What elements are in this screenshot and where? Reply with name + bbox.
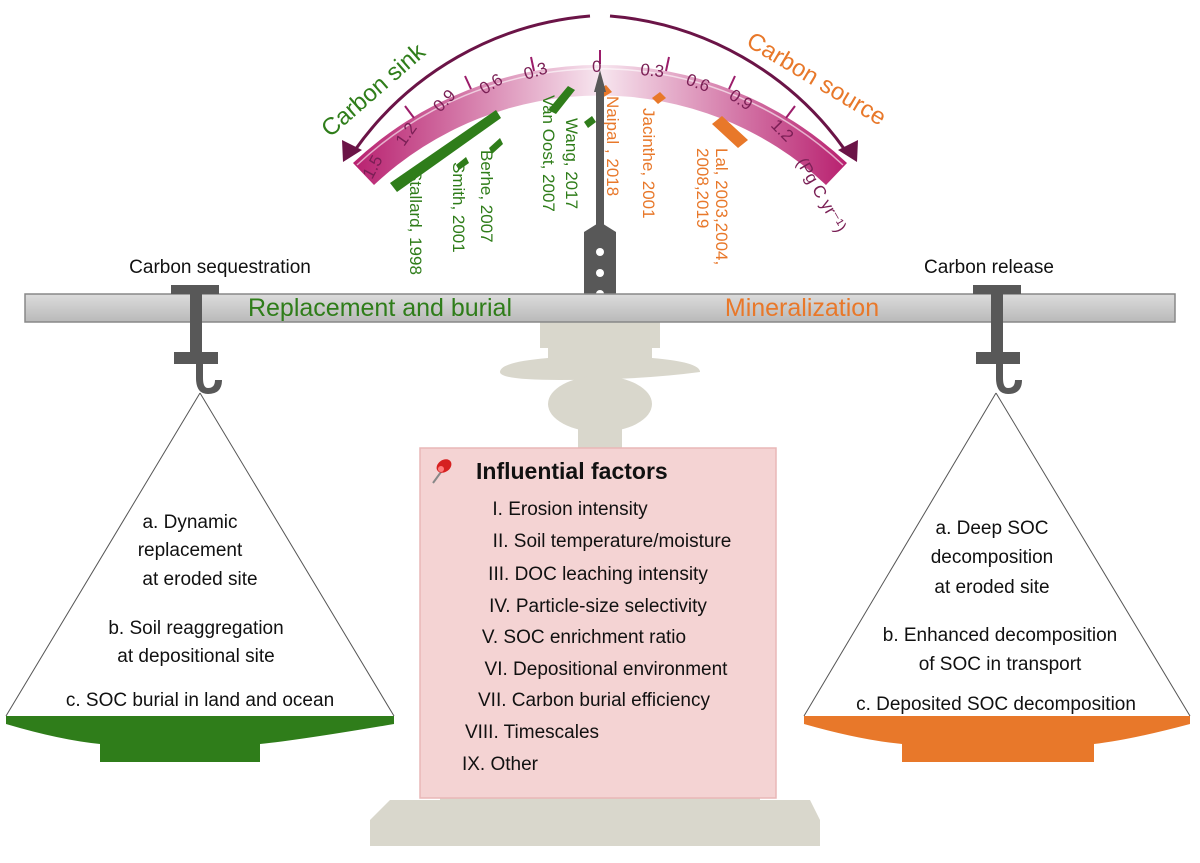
reference-labels: Stallard, 1998 Smith, 2001 Berhe, 2007 V…	[406, 95, 731, 275]
left-title: Carbon sequestration	[129, 257, 311, 278]
ref-naipal: Naipal , 2018	[603, 96, 622, 196]
estimate-marker-stallard	[390, 110, 501, 192]
estimate-marker-lal	[712, 116, 748, 148]
ref-stallard: Stallard, 1998	[406, 170, 425, 275]
source-arrow-arc	[609, 14, 847, 151]
left-process-label: Replacement and burial	[248, 294, 512, 322]
balance-beam	[24, 293, 1176, 323]
source-arrowhead	[838, 140, 858, 162]
factor-7: VII. Carbon burial efficiency	[478, 690, 710, 711]
ref-wang: Wang, 2017	[562, 118, 581, 209]
right-item-b-1: b. Enhanced decomposition	[883, 625, 1118, 646]
left-item-b-1: b. Soil reaggregation	[108, 618, 283, 639]
right-item-c: c. Deposited SOC decomposition	[856, 694, 1136, 715]
estimate-marker-jacinthe	[652, 92, 666, 104]
ref-van-oost: Van Oost, 2007	[539, 95, 558, 212]
estimate-marker-berhe	[489, 138, 503, 154]
left-item-a-2: replacement	[138, 540, 243, 561]
estimate-marker-van-oost	[548, 86, 575, 114]
ref-lal-1: Lal, 2003,2004,	[712, 148, 731, 265]
ref-smith: Smith, 2001	[449, 162, 468, 253]
right-item-a-1: a. Deep SOC	[936, 518, 1049, 539]
right-pan-dish	[804, 716, 1190, 762]
pushpin-icon	[432, 459, 452, 484]
factor-5: V. SOC enrichment ratio	[482, 627, 686, 648]
right-item-a-3: at eroded site	[934, 577, 1049, 598]
estimate-marker-wang	[584, 116, 596, 128]
right-hanger	[973, 285, 1022, 394]
left-pan-dish	[6, 716, 394, 762]
right-pan-text: a. Deep SOC decomposition at eroded site…	[856, 518, 1136, 715]
factor-1: I. Erosion intensity	[492, 499, 648, 520]
gauge-needle	[584, 70, 616, 310]
ref-lal-2: 2008,2019	[693, 148, 712, 228]
influential-factors-panel: Influential factors I. Erosion intensity…	[419, 447, 777, 799]
estimate-marker-smith	[456, 157, 469, 170]
left-pan	[5, 392, 395, 762]
right-pan	[803, 392, 1191, 762]
gauge-band	[353, 64, 847, 185]
left-item-c: c. SOC burial in land and ocean	[66, 690, 334, 711]
sink-arrow-arc	[353, 14, 591, 151]
tick-label-right-1: 0.3	[640, 60, 665, 81]
right-title: Carbon release	[924, 257, 1054, 278]
factor-2: II. Soil temperature/moisture	[493, 531, 732, 552]
left-pan-text: a. Dynamic replacement at eroded site b.…	[66, 512, 334, 711]
factors-title: Influential factors	[476, 458, 668, 484]
sink-arrowhead	[342, 140, 362, 162]
factor-8: VIII. Timescales	[465, 722, 599, 743]
factor-4: IV. Particle-size selectivity	[489, 596, 707, 617]
factor-6: VI. Depositional environment	[485, 659, 729, 680]
ref-berhe: Berhe, 2007	[477, 150, 496, 243]
ref-jacinthe: Jacinthe, 2001	[639, 108, 658, 219]
left-item-b-2: at depositional site	[117, 646, 274, 667]
right-item-a-2: decomposition	[931, 547, 1054, 568]
left-item-a-3: at eroded site	[142, 569, 257, 590]
left-hanger	[171, 285, 222, 394]
factor-9: IX. Other	[462, 754, 539, 775]
tick-label-zero: 0	[592, 57, 601, 76]
estimate-markers	[390, 85, 748, 192]
factor-3: III. DOC leaching intensity	[488, 564, 708, 585]
right-process-label: Mineralization	[725, 294, 879, 322]
gauge-tick-marks	[404, 50, 796, 119]
right-item-b-2: of SOC in transport	[919, 654, 1082, 675]
left-item-a-1: a. Dynamic	[142, 512, 237, 533]
